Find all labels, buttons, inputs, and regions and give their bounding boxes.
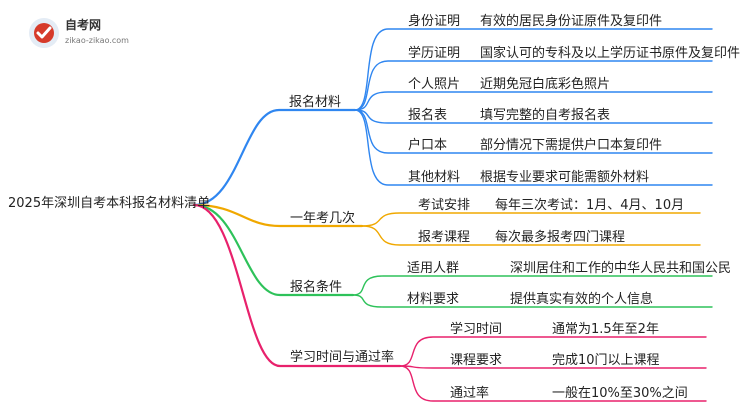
item-name: 材料要求 bbox=[407, 292, 460, 307]
leaf-connector bbox=[354, 28, 713, 111]
leaf-connector bbox=[352, 294, 713, 308]
item-name: 通过率 bbox=[450, 386, 490, 401]
item-description: 深圳居住和工作的中华人民共和国公民 bbox=[510, 261, 732, 276]
logo-icon bbox=[29, 18, 59, 48]
item-name: 适用人群 bbox=[407, 261, 460, 276]
branch-connector bbox=[192, 108, 357, 207]
leaf-connector bbox=[399, 365, 707, 369]
item-description: 通常为1.5年至2年 bbox=[552, 322, 659, 337]
leaf-connector bbox=[399, 365, 707, 402]
branch-label: 学习时间与通过率 bbox=[290, 350, 395, 365]
branch-connector bbox=[192, 203, 364, 228]
item-description: 填写完整的自考报名表 bbox=[480, 108, 611, 123]
item-description: 国家认可的专科及以上学历证书原件及复印件 bbox=[480, 46, 741, 61]
leaf-connector bbox=[352, 275, 713, 296]
leaf-connector bbox=[399, 336, 707, 367]
item-description: 提供真实有效的个人信息 bbox=[510, 292, 654, 307]
item-name: 课程要求 bbox=[450, 353, 503, 368]
item-name: 考试安排 bbox=[418, 198, 471, 213]
item-name: 个人照片 bbox=[408, 77, 461, 92]
branch-label: 报名材料 bbox=[289, 95, 342, 110]
item-description: 根据专业要求可能需额外材料 bbox=[480, 170, 650, 185]
item-name: 报名表 bbox=[408, 108, 448, 123]
item-description: 完成10门以上课程 bbox=[552, 353, 660, 368]
branch-connector bbox=[192, 203, 402, 368]
item-description: 有效的居民身份证原件及复印件 bbox=[480, 14, 663, 29]
item-name: 身份证明 bbox=[408, 14, 461, 29]
leaf-connector bbox=[361, 225, 701, 246]
item-name: 学历证明 bbox=[408, 46, 461, 61]
branch-label: 报名条件 bbox=[290, 280, 343, 295]
root-title: 2025年深圳自考本科报名材料清单 bbox=[8, 196, 211, 211]
item-name: 其他材料 bbox=[408, 170, 461, 185]
branch-label: 一年考几次 bbox=[290, 211, 356, 226]
leaf-connector bbox=[354, 60, 713, 111]
item-name: 户口本 bbox=[408, 138, 448, 153]
logo-title: 自考网 bbox=[65, 18, 102, 32]
item-description: 部分情况下需提供户口本复印件 bbox=[480, 138, 663, 153]
leaf-connector bbox=[361, 212, 701, 227]
branch-connector bbox=[192, 203, 355, 297]
item-description: 一般在10%至30%之间 bbox=[552, 386, 688, 401]
logo: 自考网 zikao-zikao.com bbox=[27, 14, 177, 54]
item-name: 报考课程 bbox=[418, 230, 471, 245]
logo-url: zikao-zikao.com bbox=[65, 36, 129, 45]
item-name: 学习时间 bbox=[450, 322, 503, 337]
leaf-connector bbox=[354, 109, 713, 124]
leaf-connector bbox=[354, 91, 713, 111]
item-description: 近期免冠白底彩色照片 bbox=[480, 77, 611, 92]
item-description: 每年三次考试：1月、4月、10月 bbox=[495, 198, 685, 213]
item-description: 每次最多报考四门课程 bbox=[495, 230, 626, 245]
leaf-connector bbox=[354, 109, 713, 186]
